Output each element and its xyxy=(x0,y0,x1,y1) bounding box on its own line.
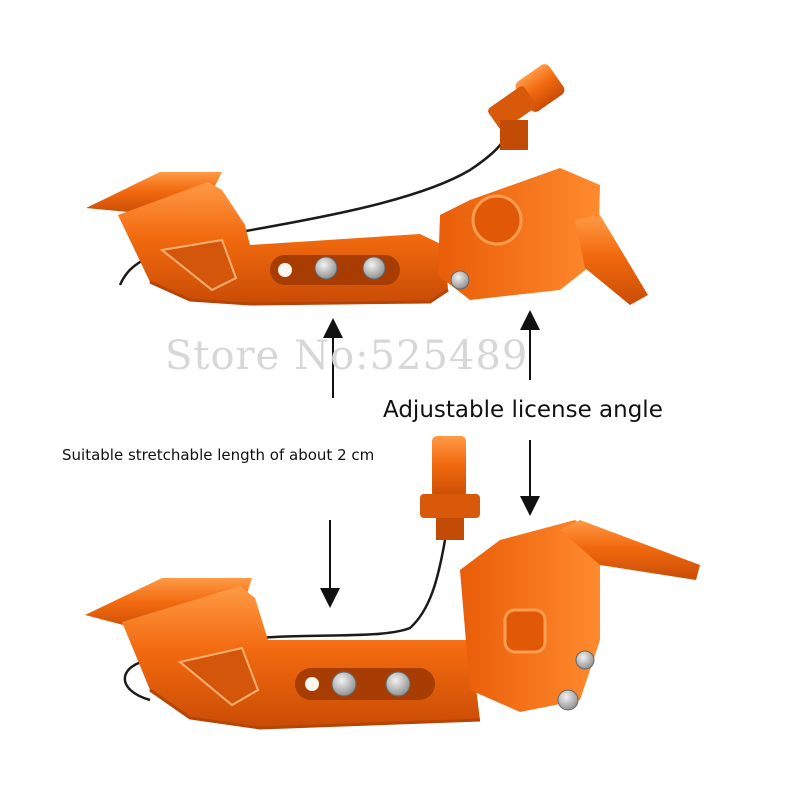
bracket-bottom xyxy=(85,436,700,730)
bolt-top-1 xyxy=(314,256,338,280)
triangle-emblem-bottom xyxy=(177,646,260,707)
arrows xyxy=(320,310,540,608)
bolt-bottom-3 xyxy=(557,689,579,711)
bolt-bottom-2 xyxy=(385,671,411,697)
bolt-bottom-1 xyxy=(331,671,357,697)
triangle-emblem-top xyxy=(159,238,238,292)
adjustable-angle-label: Adjustable license angle xyxy=(383,397,663,423)
bolt-top-3 xyxy=(450,270,470,290)
stretchable-length-label: Suitable stretchable length of about 2 c… xyxy=(62,446,375,464)
watermark-text: Store No:525489 xyxy=(165,333,529,379)
bolt-top-2 xyxy=(362,256,386,280)
bracket-top xyxy=(86,64,648,306)
